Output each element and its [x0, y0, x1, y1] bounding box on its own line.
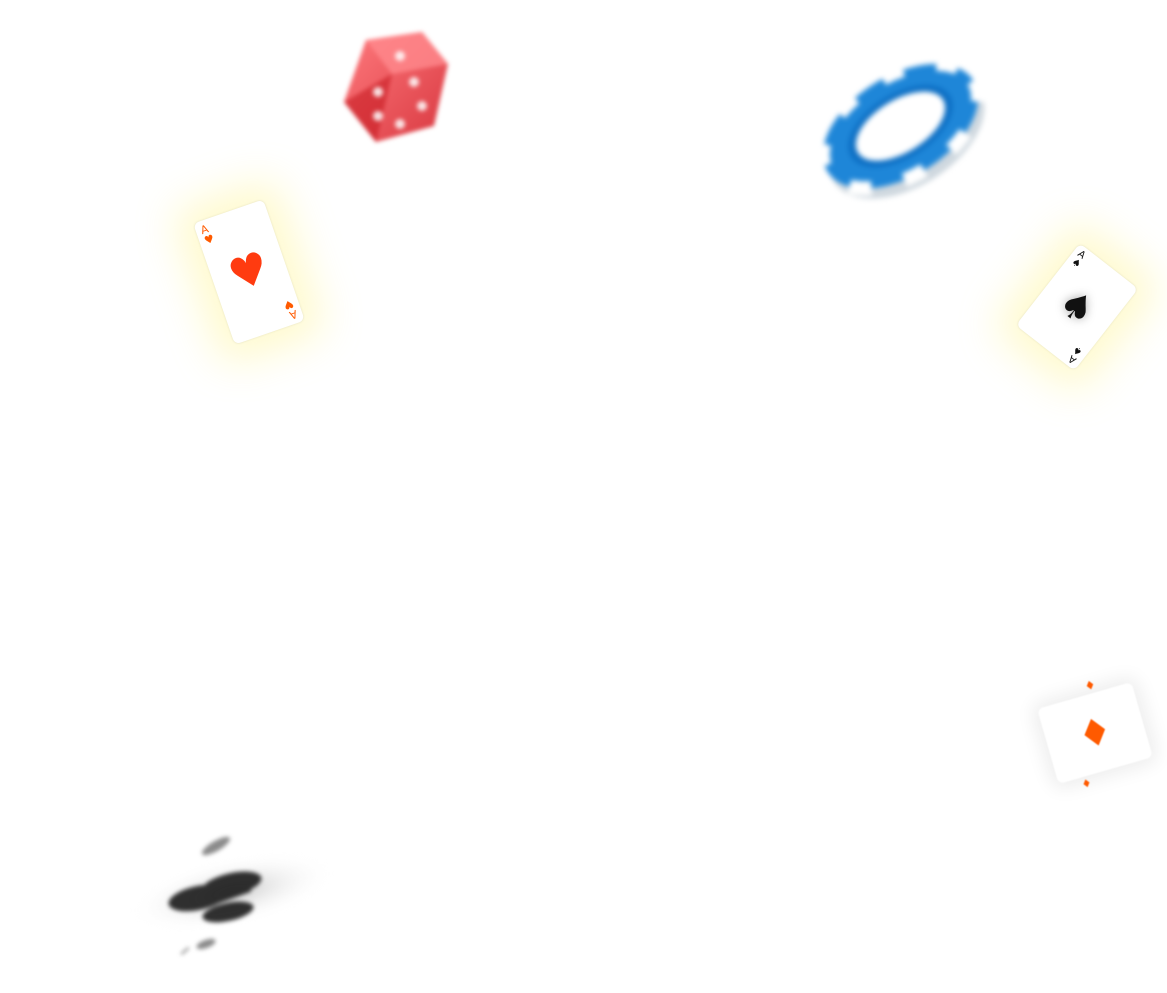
- ace-of-hearts-card-icon: A ♥ ♥ A ♥: [193, 199, 305, 345]
- card-corner-rank: A ♥: [199, 222, 217, 248]
- card-corner-rank-inverted: ♦: [1079, 775, 1093, 791]
- red-die-icon: [336, 30, 452, 150]
- ace-of-diamonds-card-icon: ♦ ♦ ♦: [1037, 677, 1153, 790]
- spade-icon: ♠: [1050, 279, 1104, 335]
- clubs-card-icon: [120, 830, 340, 960]
- blue-poker-chip-icon: [808, 42, 994, 212]
- diamond-icon: ♦: [1082, 677, 1098, 694]
- card-corner-rank: A ♠: [1069, 249, 1088, 271]
- card-corner-rank-inverted: A ♥: [282, 297, 299, 322]
- heart-icon: ♥: [202, 231, 217, 248]
- ace-of-spades-card-icon: A ♠ ♠ A ♠: [1015, 243, 1139, 371]
- card-corner-rank: ♦: [1082, 677, 1098, 694]
- card-corner-rank-inverted: A ♠: [1066, 343, 1085, 365]
- heart-icon: ♥: [222, 241, 276, 303]
- diamond-icon: ♦: [1079, 775, 1093, 791]
- diamond-icon: ♦: [1072, 707, 1118, 759]
